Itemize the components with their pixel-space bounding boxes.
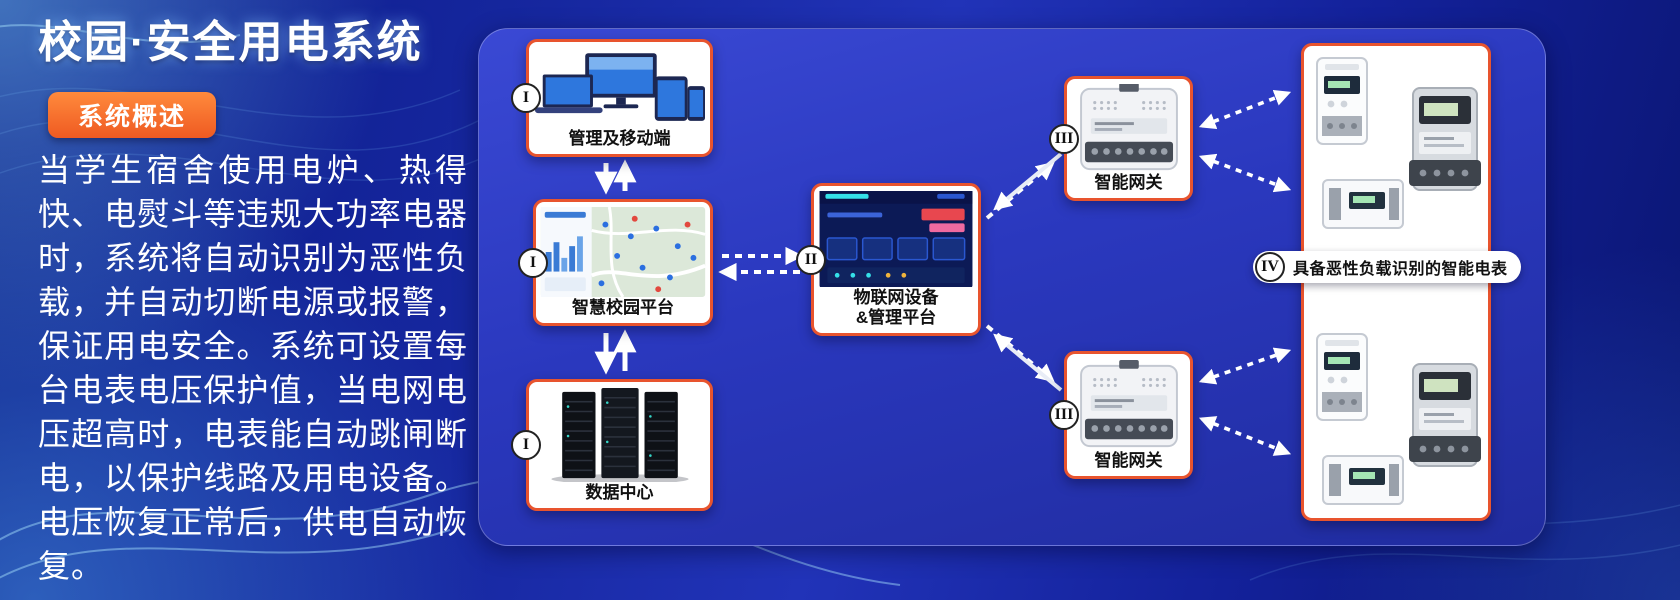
node-label: 物联网设备 &管理平台 bbox=[854, 287, 939, 330]
card-management-terminals: I 管理及移动端 bbox=[511, 39, 713, 157]
node-label-line2: &管理平台 bbox=[855, 308, 937, 327]
card-campus-platform: I bbox=[518, 199, 713, 326]
node-label: 数据中心 bbox=[585, 483, 654, 502]
node-label: 管理及移动端 bbox=[568, 129, 671, 148]
numeral-badge: III bbox=[1049, 400, 1079, 430]
numeral-badge: I bbox=[518, 247, 548, 278]
overview-badge: 系统概述 bbox=[48, 92, 217, 138]
gateway-illustration bbox=[1071, 359, 1186, 450]
node-label: 智慧校园平台 bbox=[572, 298, 674, 317]
page-title: 校园·安全用电系统 bbox=[38, 18, 423, 67]
numeral-badge: I bbox=[511, 430, 541, 460]
card-gateway-top: III 智能网关 bbox=[1049, 76, 1193, 201]
meter-illustration-top bbox=[1316, 57, 1482, 229]
meters-label-band: IV 具备恶性负载识别的智能电表 bbox=[1253, 251, 1521, 283]
gateway-illustration bbox=[1071, 84, 1186, 172]
node-label: 智能网关 bbox=[1094, 451, 1163, 470]
card-iot-platform: II bbox=[796, 183, 981, 336]
devices-illustration bbox=[533, 47, 706, 128]
node-label: 智能网关 bbox=[1094, 173, 1163, 192]
meter-illustration-bottom bbox=[1316, 333, 1482, 505]
card-gateway-bottom: III 智能网关 bbox=[1049, 351, 1193, 479]
campus-dashboard-illustration bbox=[540, 207, 706, 297]
node-label-line1: 物联网设备 bbox=[853, 288, 939, 307]
meters-label: 具备恶性负载识别的智能电表 bbox=[1293, 261, 1508, 278]
numeral-badge: I bbox=[511, 83, 541, 113]
numeral-badge: IV bbox=[1255, 252, 1285, 282]
server-rack-illustration bbox=[533, 387, 706, 482]
numeral-badge: III bbox=[1049, 123, 1079, 154]
card-data-center: I bbox=[511, 379, 713, 511]
overview-text: 当学生宿舍使用电炉、热得快、电熨斗等违规大功率电器时，系统将自动识别为恶性负载，… bbox=[38, 152, 468, 584]
numeral-badge: II bbox=[796, 244, 826, 275]
system-diagram-panel: I 管理及移动端 bbox=[478, 28, 1546, 546]
iot-dashboard-illustration bbox=[818, 191, 974, 287]
